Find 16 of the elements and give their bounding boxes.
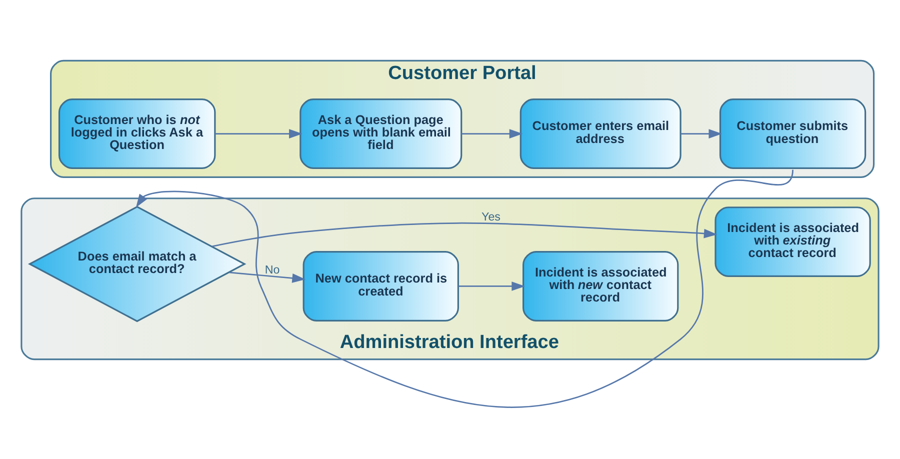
node-box: Incident is associated with new contact record xyxy=(522,250,679,321)
edge-label: Yes xyxy=(482,210,500,223)
node-diamond: Does email match a contact record? xyxy=(28,205,246,322)
edge-label: No xyxy=(264,262,280,276)
arrow xyxy=(214,128,302,138)
node-box: Ask a Question page opens with blank email field xyxy=(300,98,462,168)
arrow xyxy=(461,128,523,138)
node-box: New contact record is created xyxy=(302,250,459,321)
arrow xyxy=(458,281,526,290)
node-box: Incident is associated with existing contact record xyxy=(714,206,871,276)
node-box: Customer who is not logged in clicks Ask a Question xyxy=(58,98,216,168)
arrow xyxy=(680,128,722,138)
arrow xyxy=(212,222,718,247)
node-box: Customer submits question xyxy=(719,98,866,168)
node-box: Customer enters email address xyxy=(520,98,682,168)
arrow xyxy=(229,271,306,282)
